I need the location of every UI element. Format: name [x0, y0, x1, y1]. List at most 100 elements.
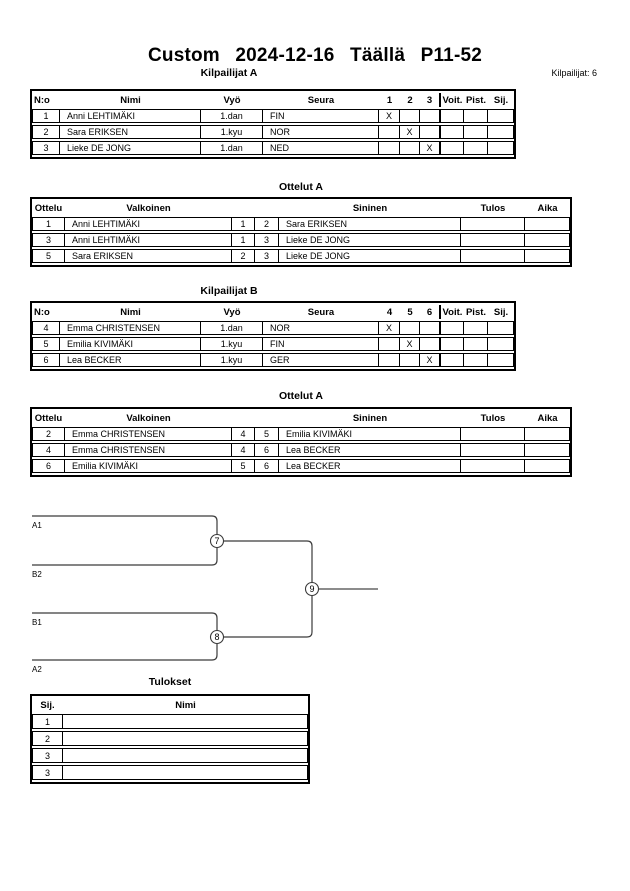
col-header-time: Aika	[537, 202, 558, 214]
competitor-name: Emilia KIVIMÄKI	[60, 337, 201, 351]
white-competitor: Emma CHRISTENSEN	[65, 427, 232, 441]
diagonal-mark: X	[420, 141, 439, 155]
competitor-club: GER	[263, 353, 379, 367]
match-row: 5 Sara ERIKSEN 2 3 Lieke DE JONG	[32, 249, 570, 263]
place-name	[63, 748, 308, 763]
white-competitor: Emilia KIVIMÄKI	[65, 459, 232, 473]
col-header-name: Nimi	[120, 306, 141, 318]
col-header-opp5: 5	[407, 306, 413, 318]
points-cell	[464, 337, 488, 351]
bracket-match-node-9: 9	[304, 581, 320, 597]
page-title: Custom 2024-12-16 Täällä P11-52	[147, 45, 483, 66]
pool-a-header-row: N:o Nimi Vyö Seura 1 2 3 Voit. Pist. Sij…	[32, 93, 514, 107]
match-number: 3	[32, 233, 65, 247]
col-header-place: Sij.	[40, 699, 55, 711]
pool-a-table: N:o Nimi Vyö Seura 1 2 3 Voit. Pist. Sij…	[30, 89, 516, 159]
competitor-number: 3	[32, 141, 60, 155]
place-name	[63, 765, 308, 780]
place-cell	[488, 321, 514, 335]
col-header-blue: Sininen	[352, 202, 388, 214]
result-cell	[400, 109, 420, 123]
results-header-row: Sij. Nimi	[32, 698, 308, 712]
bracket-match-node-8: 8	[209, 629, 225, 645]
match-number: 4	[32, 443, 65, 457]
pool-b-table: N:o Nimi Vyö Seura 4 5 6 Voit. Pist. Sij…	[30, 301, 516, 371]
competitor-number: 1	[32, 109, 60, 123]
blue-competitor: Lea BECKER	[279, 459, 461, 473]
wins-cell	[439, 321, 464, 335]
competitor-row: 6 Lea BECKER 1.kyu GER X	[32, 353, 514, 367]
col-header-white: Valkoinen	[126, 412, 171, 424]
section-title-matches-a: Ottelut A	[279, 181, 323, 193]
diagonal-mark: X	[420, 353, 439, 367]
competitor-name: Lea BECKER	[60, 353, 201, 367]
matches-a-header-row: Ottelu Valkoinen Sininen Tulos Aika	[32, 201, 570, 215]
result-cell	[420, 125, 439, 139]
result-cell	[379, 125, 400, 139]
matches-b-header-row: Ottelu Valkoinen Sininen Tulos Aika	[32, 411, 570, 425]
points-cell	[464, 109, 488, 123]
empty-header-cell	[255, 411, 279, 425]
competitor-number: 4	[32, 321, 60, 335]
section-title-results: Tulokset	[148, 676, 192, 688]
diagonal-mark: X	[379, 321, 400, 335]
section-title-matches-b: Ottelut A	[279, 390, 323, 402]
result-cell	[461, 233, 525, 247]
competitor-number: 6	[32, 353, 60, 367]
white-number: 5	[232, 459, 255, 473]
section-title-pool-b: Kilpailijat B	[200, 285, 258, 297]
points-cell	[464, 321, 488, 335]
points-cell	[464, 353, 488, 367]
place-name	[63, 714, 308, 729]
points-cell	[464, 125, 488, 139]
place-cell	[488, 125, 514, 139]
blue-number: 2	[255, 217, 279, 231]
col-header-match: Ottelu	[34, 412, 63, 424]
competitor-club: FIN	[263, 109, 379, 123]
blue-number: 6	[255, 443, 279, 457]
bracket-slot-label-b1: B1	[32, 618, 42, 627]
competitor-belt: 1.dan	[201, 321, 263, 335]
result-cell	[461, 217, 525, 231]
blue-competitor: Lieke DE JONG	[279, 249, 461, 263]
result-cell	[400, 321, 420, 335]
col-header-belt: Vyö	[223, 94, 241, 106]
competitors-count: Kilpailijat: 6	[551, 68, 597, 78]
competitor-belt: 1.kyu	[201, 337, 263, 351]
place-cell	[488, 141, 514, 155]
time-cell	[525, 217, 570, 231]
competitor-name: Lieke DE JONG	[60, 141, 201, 155]
white-number: 1	[232, 233, 255, 247]
match-row: 4 Emma CHRISTENSEN 4 6 Lea BECKER	[32, 443, 570, 457]
col-header-opp4: 4	[386, 306, 393, 318]
competitor-row: 4 Emma CHRISTENSEN 1.dan NOR X	[32, 321, 514, 335]
competitor-row: 1 Anni LEHTIMÄKI 1.dan FIN X	[32, 109, 514, 123]
blue-number: 5	[255, 427, 279, 441]
competitor-row: 2 Sara ERIKSEN 1.kyu NOR X	[32, 125, 514, 139]
white-competitor: Emma CHRISTENSEN	[65, 443, 232, 457]
place-name	[63, 731, 308, 746]
competitor-number: 2	[32, 125, 60, 139]
competitor-belt: 1.kyu	[201, 125, 263, 139]
col-header-opp2: 2	[407, 94, 413, 106]
empty-header-cell	[255, 201, 279, 215]
result-cell	[461, 249, 525, 263]
results-table: Sij. Nimi 1 2 3 3	[30, 694, 310, 784]
result-cell	[420, 109, 439, 123]
white-number: 4	[232, 443, 255, 457]
result-row: 1	[32, 714, 308, 729]
result-cell	[420, 321, 439, 335]
diagonal-mark: X	[400, 125, 420, 139]
wins-cell	[439, 109, 464, 123]
competitor-belt: 1.dan	[201, 109, 263, 123]
wins-cell	[439, 353, 464, 367]
col-header-name: Nimi	[120, 94, 141, 106]
col-header-white: Valkoinen	[126, 202, 171, 214]
col-header-time: Aika	[537, 412, 558, 424]
result-cell	[379, 353, 400, 367]
match-row: 6 Emilia KIVIMÄKI 5 6 Lea BECKER	[32, 459, 570, 473]
col-header-blue: Sininen	[352, 412, 388, 424]
result-row: 2	[32, 731, 308, 746]
blue-number: 6	[255, 459, 279, 473]
match-row: 1 Anni LEHTIMÄKI 1 2 Sara ERIKSEN	[32, 217, 570, 231]
